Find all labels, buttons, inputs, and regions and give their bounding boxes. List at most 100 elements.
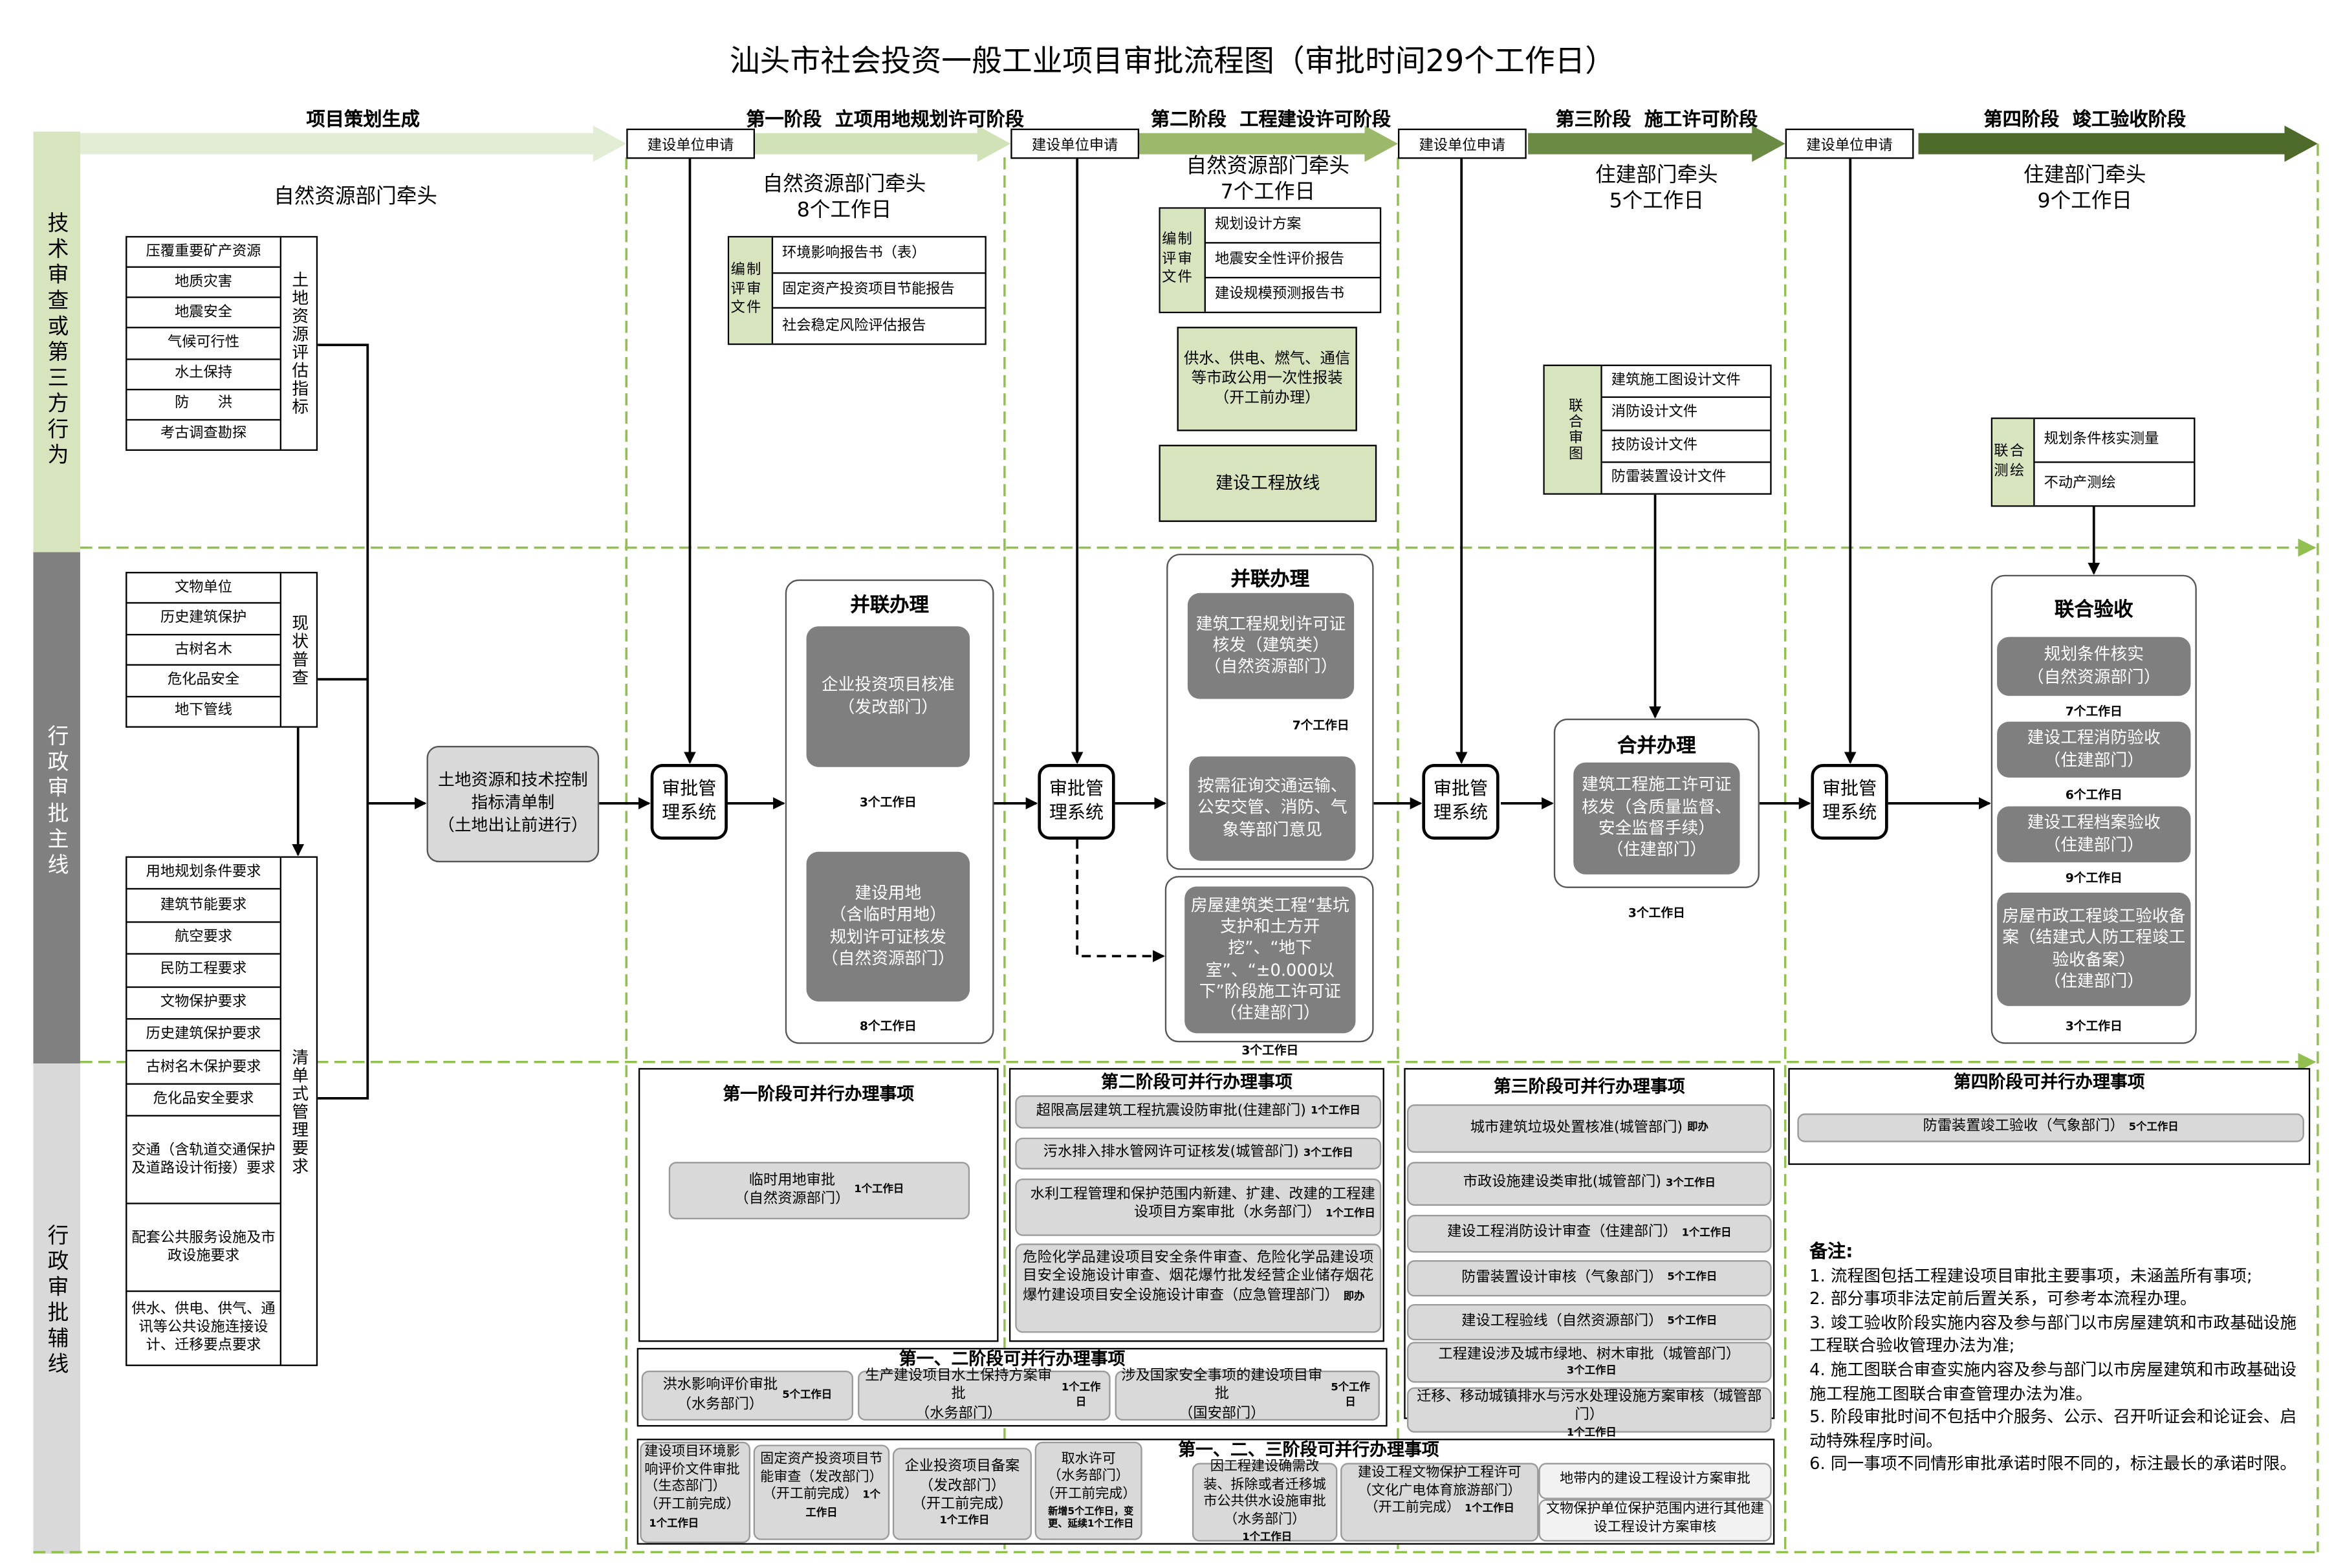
department-consultation[interactable]: 按需征询交通运输、公安交管、消防、气象等部门意见	[1189, 756, 1356, 861]
phase-arrow-stage4	[1918, 125, 2318, 162]
parallel-item[interactable]: 迁移、移动城镇排水与污水处理设施方案审核（城管部门）1个工作日	[1407, 1387, 1772, 1438]
table-row: 古树名木保护要求	[127, 1052, 280, 1085]
parallel-item[interactable]: 生产建设项目水土保持方案审批 （水务部门）1个工作日	[858, 1367, 1111, 1422]
table-rows: 文物单位历史建筑保护古树名木危化品安全地下管线	[127, 573, 282, 726]
section-title: 第一、二阶段可并行办理事项	[899, 1347, 1126, 1369]
parallel-item[interactable]: 城市建筑垃圾处置核准(城管部门)即办	[1407, 1104, 1772, 1153]
item-text: 防雷装置设计审核（气象部门）	[1461, 1269, 1663, 1286]
phase-arrow-stage1	[753, 125, 1011, 162]
apply-box-stage1[interactable]: 建设单位申请	[626, 128, 756, 159]
duration-label: 1个工作日	[1465, 1503, 1514, 1515]
duration-label: 1个工作日	[805, 1489, 880, 1519]
completion-filing[interactable]: 房屋市政工程竣工验收备案（结建式人防工程竣工验收备案） （住建部门）	[1997, 892, 2191, 1007]
table-label: 编制评审文件	[729, 237, 774, 343]
table-label: 联合审图	[1544, 365, 1602, 494]
parallel-item[interactable]: 建设工程验线（自然资源部门）5个工作日	[1407, 1303, 1772, 1341]
item-text: 涉及国家安全事项的建设项目审批 （国安部门）	[1121, 1367, 1323, 1422]
fire-acceptance[interactable]: 建设工程消防验收 （住建部门）	[1997, 721, 2191, 778]
parallel-item[interactable]: 水利工程管理和保护范围内新建、扩建、改建的工程建设项目方案审批（水务部门）1个工…	[1015, 1178, 1382, 1236]
parallel-item[interactable]: 危险化学品建设项目安全条件审查、危险化学品建设项目安全设施设计审查、烟花爆竹批发…	[1015, 1243, 1382, 1333]
table-row: 地震安全	[127, 298, 280, 329]
apply-box-stage4[interactable]: 建设单位申请	[1785, 128, 1914, 159]
parallel-item[interactable]: 涉及国家安全事项的建设项目审批 （国安部门）5个工作日	[1115, 1367, 1380, 1422]
duration-label: 5个工作日	[782, 1388, 833, 1401]
item-text: 防雷装置竣工验收（气象部门）	[1923, 1118, 2124, 1135]
archive-acceptance[interactable]: 建设工程档案验收 （住建部门）	[1997, 806, 2191, 863]
table-row: 考古调查勘探	[160, 426, 247, 442]
item-text: 工程建设涉及城市绿地、树木审批（城管部门）	[1438, 1345, 1741, 1363]
approval-system-stage4[interactable]: 审批管理系统	[1811, 764, 1888, 840]
lane-band-technical	[33, 131, 80, 552]
duration-label: 1个工作日	[1310, 1105, 1360, 1118]
approval-system-stage1[interactable]: 审批管理系统	[650, 764, 728, 840]
parallel-item[interactable]: 防雷装置竣工验收（气象部门）5个工作日	[1797, 1113, 2304, 1142]
duration-label: 1个工作日	[1325, 1208, 1375, 1220]
table-row: 古树名木	[127, 635, 280, 666]
parallel-item[interactable]: 污水排入排水管网许可证核发(城管部门)3个工作日	[1015, 1137, 1382, 1170]
note-line: 6. 同一事项不同情形审批承诺时限不同的，标注最长的承诺时限。	[1809, 1454, 2297, 1474]
item-text: 临时用地审批 （自然资源部门）	[734, 1171, 850, 1208]
parallel-item[interactable]: 工程建设涉及城市绿地、树木审批（城管部门）3个工作日	[1407, 1342, 1772, 1383]
utilities-application-box[interactable]: 供水、供电、燃气、通信等市政公用一次性报装 （开工前办理）	[1177, 327, 1357, 431]
table-label: 联合测绘	[1992, 419, 2035, 506]
enterprise-project-approval[interactable]: 企业投资项目核准 （发改部门）	[806, 626, 970, 767]
duration-label: 3个工作日	[1566, 1364, 1617, 1377]
parallel-item[interactable]: 建设工程文物保护工程许可 （文化广电体育旅游部门） （开工前完成）1个工作日	[1340, 1463, 1539, 1542]
section-title: 第一、二、三阶段可并行办理事项	[1178, 1439, 1439, 1460]
phase-arrow-stage3	[1528, 125, 1785, 162]
land-assessment-table: 压覆重要矿产资源地质灾害地震安全气候可行性水土保持防 洪考古调查勘探 土地资源评…	[125, 235, 318, 451]
table-row: 航空要求	[127, 922, 280, 955]
table-rows: 压覆重要矿产资源地质灾害地震安全气候可行性水土保持防 洪考古调查勘探	[127, 237, 282, 450]
parallel-item[interactable]: 临时用地审批 （自然资源部门）1个工作日	[668, 1162, 970, 1220]
duration-label: 3个工作日	[859, 796, 917, 810]
parallel-item[interactable]: 固定资产投资项目节能审查（发改部门）（开工前完成）1个工作日	[753, 1444, 890, 1540]
duration-label: 1个工作日	[1566, 1426, 1617, 1439]
parallel-item[interactable]: 因工程建设确需改装、拆除或者迁移城市公共供水设施审批（水务部门）1个工作日	[1192, 1460, 1338, 1543]
parallel-item[interactable]: 市政设施建设类审批(城管部门)3个工作日	[1407, 1162, 1772, 1206]
group-title: 并联办理	[850, 594, 929, 618]
parallel-item[interactable]: 取水许可 （水务部门） （开工前完成）新增5个工作日，变更、延续1个工作日	[1034, 1441, 1142, 1540]
land-planning-permit[interactable]: 建设用地 （含临时用地） 规划许可证核发 （自然资源部门）	[806, 851, 970, 1002]
group-title: 合并办理	[1617, 735, 1696, 758]
parallel-item[interactable]: 洪水影响评价审批 （水务部门）5个工作日	[641, 1370, 854, 1421]
approval-system-stage2[interactable]: 审批管理系统	[1038, 764, 1115, 840]
parallel-sub-item[interactable]: 地带内的建设工程设计方案审批	[1538, 1463, 1772, 1499]
item-text: 企业投资项目备案 （发改部门） （开工前完成）	[904, 1459, 1020, 1514]
table-row: 建筑节能要求	[127, 890, 280, 923]
item-text: 建设工程消防设计审查（住建部门）	[1447, 1224, 1677, 1241]
land-checklist-box[interactable]: 土地资源和技术控制 指标清单制 （土地出让前进行）	[426, 745, 600, 863]
parallel-item[interactable]: 防雷装置设计审核（气象部门）5个工作日	[1407, 1260, 1772, 1297]
parallel-sub-item[interactable]: 文物保护单位保护范围内进行其他建设工程设计方案审核	[1538, 1499, 1772, 1542]
table-label: 现状普查	[289, 613, 310, 686]
construction-setout-box[interactable]: 建设工程放线	[1159, 444, 1377, 522]
lane-band-auxiliary	[33, 1063, 80, 1554]
planning-verification[interactable]: 规划条件核实 （自然资源部门）	[1997, 637, 2191, 696]
table-rows: 用地规划条件要求建筑节能要求航空要求民防工程要求文物保护要求历史建筑保护要求古树…	[127, 858, 282, 1365]
table-label: 土地资源评估指标	[289, 270, 310, 417]
table-label: 清单式管理要求	[289, 1047, 310, 1175]
parallel-item[interactable]: 建设项目环境影响评价文件审批（生态部门）（开工前完成）1个工作日	[640, 1441, 751, 1543]
phase-header-planning: 项目策划生成	[306, 107, 420, 131]
phase-header-stage1: 第一阶段 立项用地规划许可阶段	[746, 107, 1024, 131]
parallel-item[interactable]: 企业投资项目备案 （发改部门） （开工前完成）1个工作日	[892, 1448, 1032, 1540]
duration-label: 6个工作日	[2065, 788, 2122, 802]
apply-box-stage3[interactable]: 建设单位申请	[1397, 128, 1527, 159]
table-row: 环境影响报告书（表）	[773, 237, 985, 274]
approval-system-stage3[interactable]: 审批管理系统	[1422, 764, 1500, 840]
duration-label: 7个工作日	[1292, 718, 1349, 732]
parallel-item[interactable]: 超限高层建筑工程抗震设防审批(住建部门)1个工作日	[1015, 1095, 1382, 1129]
table-row: 建筑施工图设计文件	[1602, 366, 1771, 398]
section-title: 第一阶段可并行办理事项	[723, 1083, 915, 1105]
construction-permit[interactable]: 建筑工程施工许可证核发（含质量监督、安全监督手续） （住建部门）	[1573, 762, 1740, 875]
building-planning-permit[interactable]: 建筑工程规划许可证核发（建筑类） （自然资源部门）	[1187, 593, 1355, 699]
stage1-lead: 自然资源部门牵头 8个工作日	[762, 172, 926, 223]
flow-arrows	[292, 157, 2100, 1100]
parallel-item[interactable]: 建设工程消防设计审查（住建部门）1个工作日	[1407, 1214, 1772, 1253]
section-title: 第二阶段可并行办理事项	[1100, 1071, 1292, 1093]
item-text: 市政设施建设类审批(城管部门)	[1463, 1174, 1661, 1192]
phase-arrow-planning	[80, 125, 627, 162]
group-title: 联合验收	[2054, 599, 2133, 622]
apply-box-stage2[interactable]: 建设单位申请	[1010, 128, 1140, 159]
foundation-construction-permit[interactable]: 房屋建筑类工程“基坑支护和土方开挖”、“地下室”、“±0.000以下”阶段施工许…	[1184, 886, 1356, 1034]
stage1-docs-table: 编制评审文件 环境影响报告书（表）固定资产投资项目节能报告社会稳定风险评估报告	[727, 235, 987, 345]
